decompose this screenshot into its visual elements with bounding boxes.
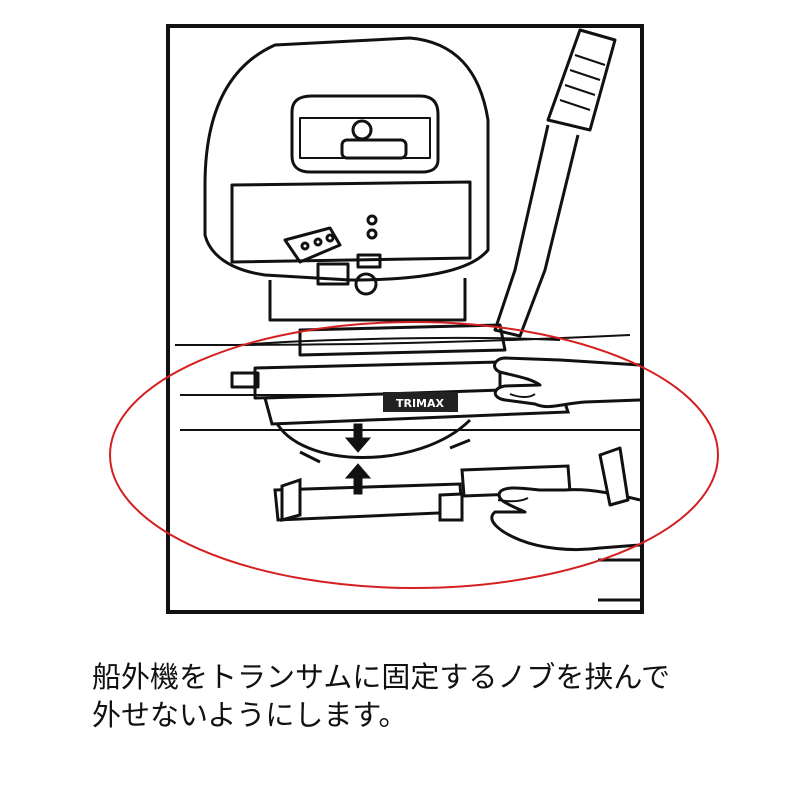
hands: [490, 356, 641, 602]
outboard-lock-illustration: TRIMAX: [109, 24, 719, 614]
caption-line-1: 船外機をトランサムに固定するノブを挟んで: [92, 660, 670, 694]
squeeze-arrows: [344, 423, 372, 495]
caption: 船外機をトランサムに固定するノブを挟んで 外せないようにします。: [92, 658, 792, 734]
lock-bar-upper: TRIMAX: [263, 386, 571, 426]
lock-bar-lower: [273, 464, 572, 522]
caption-line-2: 外せないようにします。: [92, 698, 408, 732]
brand-label: TRIMAX: [396, 397, 445, 410]
highlight-ellipse: [109, 321, 719, 589]
outboard-motor: [174, 28, 640, 464]
